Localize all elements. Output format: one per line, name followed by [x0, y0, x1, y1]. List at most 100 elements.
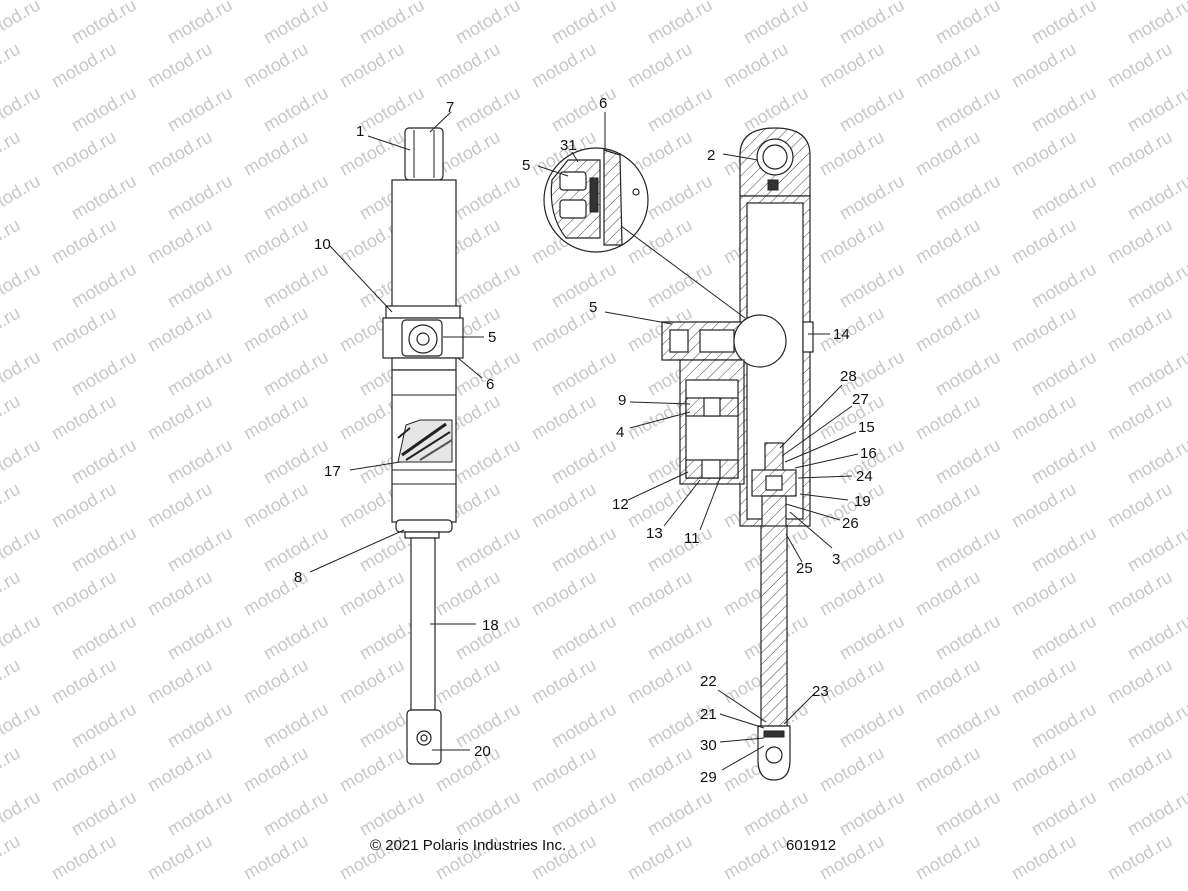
watermark-text: motod.ru — [336, 567, 408, 620]
watermark-text: motod.ru — [548, 83, 620, 136]
shock-body-upper — [391, 179, 457, 309]
watermark-text: motod.ru — [240, 391, 312, 444]
watermark-text: motod.ru — [836, 611, 908, 664]
watermark-text: motod.ru — [0, 655, 24, 708]
watermark-text: motod.ru — [624, 567, 696, 620]
watermark-text: motod.ru — [1124, 435, 1188, 488]
watermark-text: motod.ru — [144, 0, 216, 3]
watermark-text: motod.ru — [432, 655, 504, 708]
watermark-text: motod.ru — [816, 215, 888, 268]
callout-9: 9 — [618, 392, 626, 409]
watermark-text: motod.ru — [548, 435, 620, 488]
copyright-text: © 2021 Polaris Industries Inc. — [370, 837, 566, 854]
callout-23: 23 — [812, 683, 829, 700]
watermark-text: motod.ru — [932, 787, 1004, 840]
watermark-text: motod.ru — [260, 435, 332, 488]
watermark-text: motod.ru — [912, 567, 984, 620]
callout-13: 13 — [646, 525, 663, 542]
watermark-text: motod.ru — [356, 0, 428, 47]
watermark-text: motod.ru — [644, 171, 716, 224]
watermark-text: motod.ru — [912, 831, 984, 884]
watermark-text: motod.ru — [1104, 479, 1176, 532]
watermark-text: motod.ru — [260, 83, 332, 136]
watermark-text: motod.ru — [1124, 347, 1188, 400]
watermark-text: motod.ru — [452, 0, 524, 47]
watermark-text: motod.ru — [0, 39, 24, 92]
watermark-text: motod.ru — [48, 655, 120, 708]
watermark-text: motod.ru — [1008, 479, 1080, 532]
watermark-text: motod.ru — [260, 259, 332, 312]
watermark-text: motod.ru — [548, 0, 620, 47]
watermark-text: motod.ru — [144, 567, 216, 620]
watermark-text: motod.ru — [260, 611, 332, 664]
watermark-text: motod.ru — [144, 743, 216, 796]
detail-reference-circle — [733, 314, 787, 368]
watermark-text: motod.ru — [932, 523, 1004, 576]
watermark-text: motod.ru — [144, 831, 216, 884]
watermark-text: motod.ru — [720, 0, 792, 3]
watermark-text: motod.ru — [912, 655, 984, 708]
leader-lines — [309, 111, 859, 771]
watermark-text: motod.ru — [836, 787, 908, 840]
watermark-text: motod.ru — [0, 787, 44, 840]
watermark-text: motod.ru — [624, 655, 696, 708]
watermark-text: motod.ru — [260, 347, 332, 400]
watermark-text: motod.ru — [548, 259, 620, 312]
watermark-text: motod.ru — [48, 127, 120, 180]
callout-27: 27 — [852, 391, 869, 408]
watermark-text: motod.ru — [740, 787, 812, 840]
watermark-text: motod.ru — [240, 215, 312, 268]
watermark-text: motod.ru — [68, 347, 140, 400]
watermark-text: motod.ru — [240, 39, 312, 92]
watermark-text: motod.ru — [932, 259, 1004, 312]
callouts-right: 6 31 5 2 5 14 28 9 27 4 15 16 24 12 19 1… — [522, 95, 877, 786]
watermark-text: motod.ru — [68, 171, 140, 224]
watermark-text: motod.ru — [0, 567, 24, 620]
watermark-text: motod.ru — [0, 215, 24, 268]
watermark-text: motod.ru — [912, 215, 984, 268]
callout-11: 11 — [684, 530, 700, 547]
watermark-text: motod.ru — [48, 303, 120, 356]
watermark-text: motod.ru — [260, 699, 332, 752]
watermark-text: motod.ru — [816, 743, 888, 796]
watermark-text: motod.ru — [432, 567, 504, 620]
watermark-text: motod.ru — [0, 259, 44, 312]
watermark-text: motod.ru — [164, 435, 236, 488]
watermark-text: motod.ru — [1008, 831, 1080, 884]
watermark-text: motod.ru — [144, 391, 216, 444]
watermark-text: motod.ru — [452, 787, 524, 840]
watermark-text: motod.ru — [260, 171, 332, 224]
watermark-text: motod.ru — [336, 743, 408, 796]
watermark-text: motod.ru — [644, 611, 716, 664]
callout-29: 29 — [700, 769, 717, 786]
watermark-text: motod.ru — [932, 611, 1004, 664]
watermark-text: motod.ru — [68, 259, 140, 312]
watermark-text: motod.ru — [336, 39, 408, 92]
watermark-text: motod.ru — [1104, 391, 1176, 444]
watermark-text: motod.ru — [1124, 259, 1188, 312]
watermark-text: motod.ru — [816, 303, 888, 356]
watermark-text: motod.ru — [1008, 655, 1080, 708]
watermark-text: motod.ru — [548, 523, 620, 576]
watermark-text: motod.ru — [720, 39, 792, 92]
watermark-text: motod.ru — [1008, 303, 1080, 356]
callout-22: 22 — [700, 673, 717, 690]
watermark-text: motod.ru — [144, 655, 216, 708]
callout-16: 16 — [860, 445, 877, 462]
upper-eyelet — [404, 127, 444, 181]
watermark-text: motod.ru — [48, 391, 120, 444]
watermark-text: motod.ru — [336, 0, 408, 3]
callout-5: 5 — [522, 157, 530, 174]
callout-19: 19 — [854, 493, 871, 510]
callout-5: 5 — [589, 299, 597, 316]
watermark-text: motod.ru — [932, 0, 1004, 47]
watermark-text: motod.ru — [240, 655, 312, 708]
watermark-text: motod.ru — [164, 83, 236, 136]
watermark-text: motod.ru — [932, 83, 1004, 136]
watermark-text: motod.ru — [336, 655, 408, 708]
watermark-text: motod.ru — [624, 0, 696, 3]
watermark-text: motod.ru — [452, 259, 524, 312]
watermark-text: motod.ru — [0, 699, 44, 752]
watermark-text: motod.ru — [624, 479, 696, 532]
